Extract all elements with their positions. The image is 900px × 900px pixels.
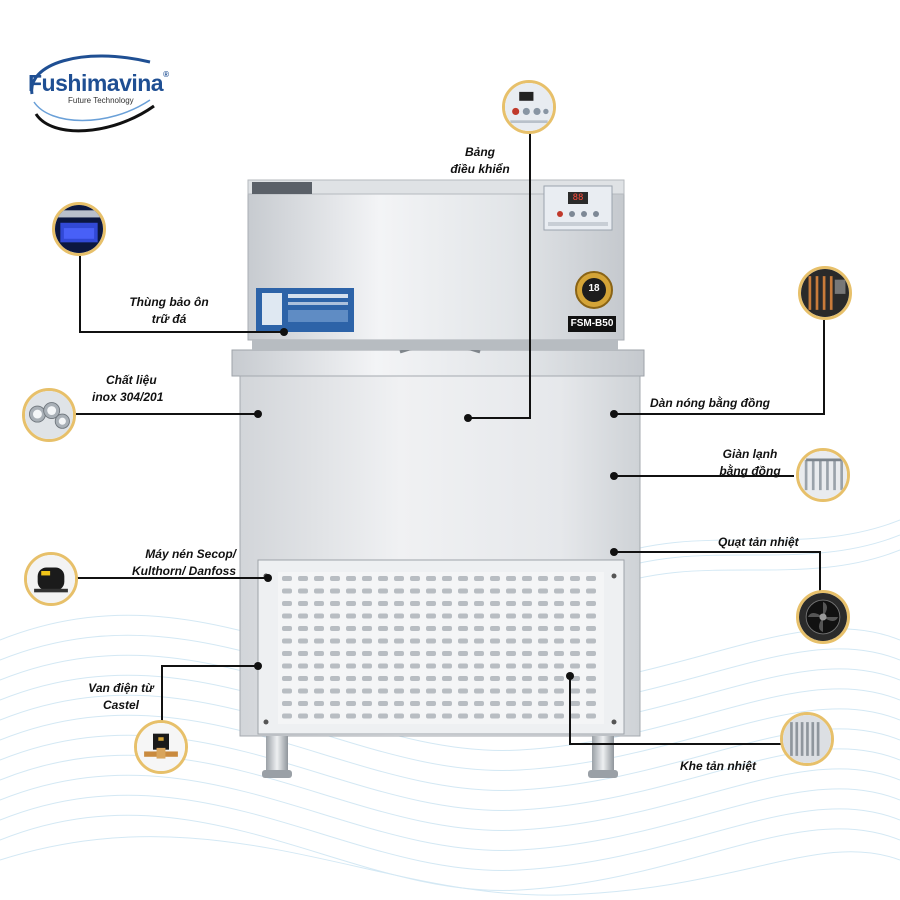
steel-pipes-thumb-icon (22, 388, 76, 442)
control-panel-thumb-icon (502, 80, 556, 134)
insulated-bin-thumb-icon (52, 202, 106, 256)
fan-thumb-icon (796, 590, 850, 644)
display-readout: 88 (572, 193, 584, 203)
brand-tagline: Future Technology (68, 96, 134, 105)
vent-thumb-icon (780, 712, 834, 766)
compressor-thumb-icon (24, 552, 78, 606)
label-fan: Quạt tản nhiệt (718, 535, 799, 549)
brand-name: Fushimavina® (28, 70, 169, 96)
label-condenser: Dàn nóng bằng đồng (650, 396, 770, 410)
warranty-badge-number: 18 (588, 283, 600, 294)
label-compressor: Máy nén Secop/Kulthorn/ Danfoss (132, 547, 236, 578)
model-text: FSM-B50 (570, 318, 614, 329)
label-vents: Khe tản nhiệt (680, 759, 757, 773)
brand-logo-swoosh (30, 54, 155, 133)
solenoid-valve-thumb-icon (134, 720, 188, 774)
evaporator-thumb-icon (796, 448, 850, 502)
model-plate (568, 316, 616, 332)
condenser-thumb-icon (798, 266, 852, 320)
